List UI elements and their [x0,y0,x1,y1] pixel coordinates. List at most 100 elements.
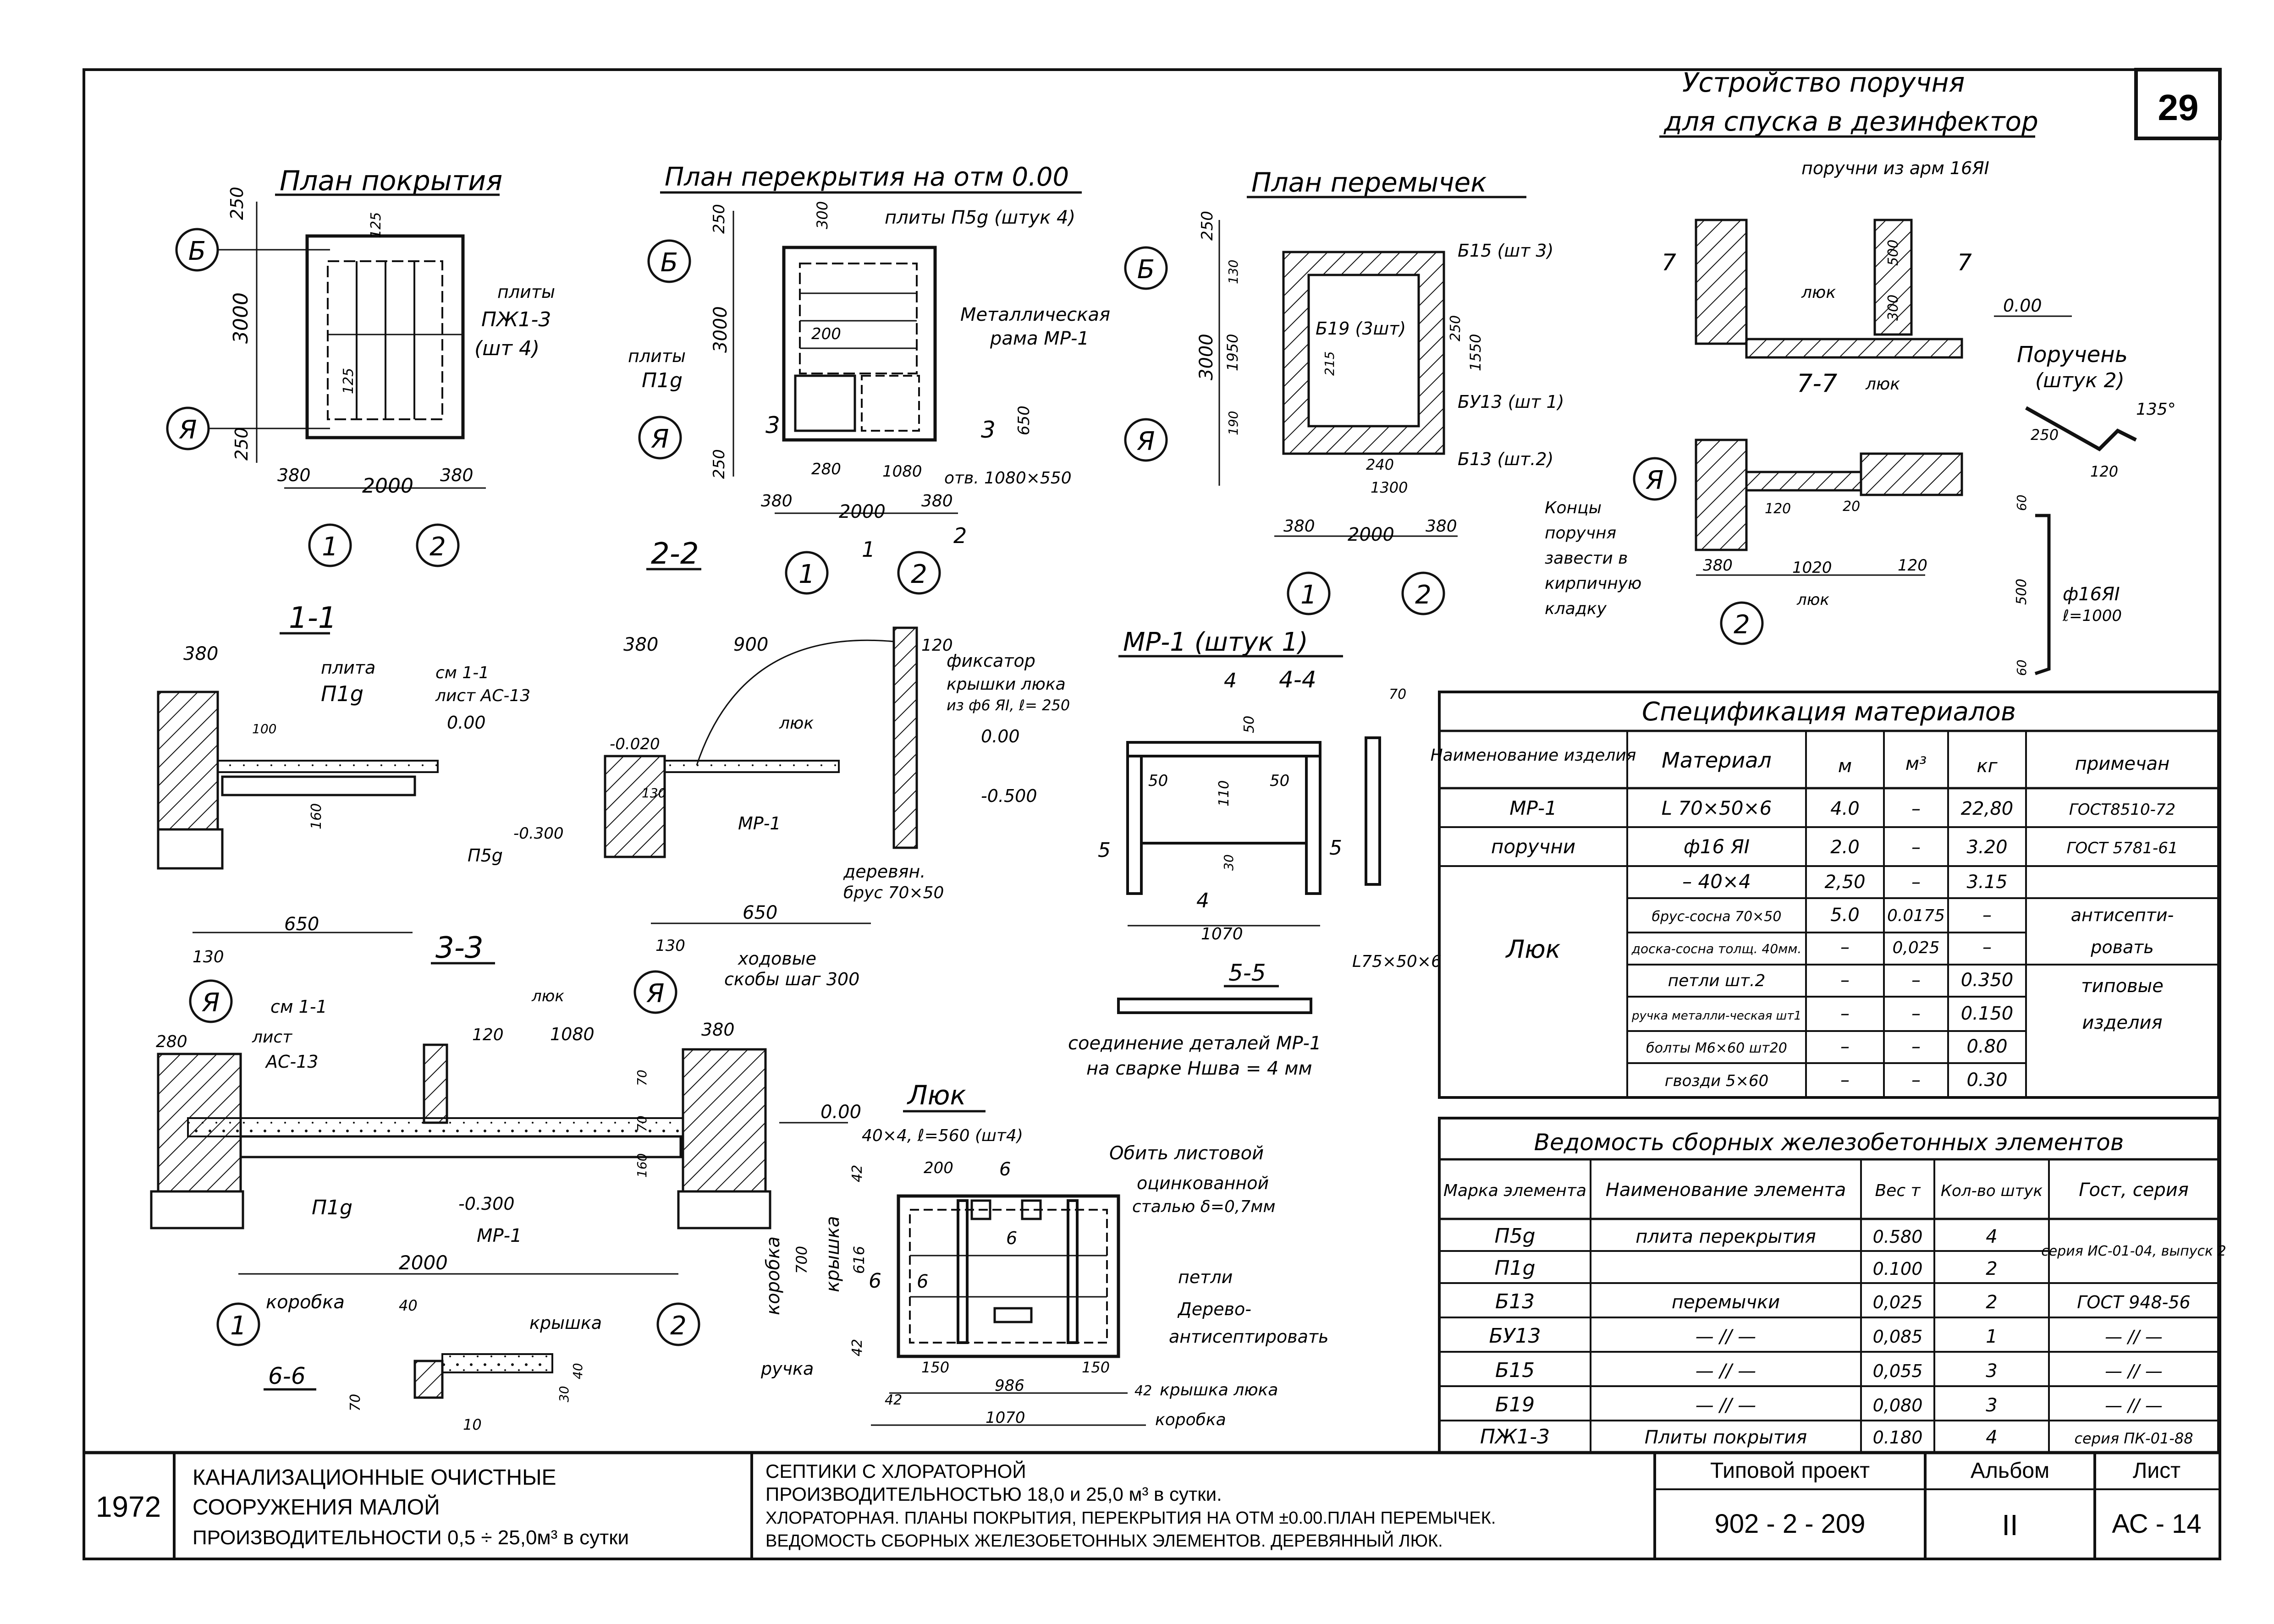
cut-7-right: 7 [1957,249,1972,276]
axis-2-label: 2 [1415,580,1432,610]
dim-1080: 1080 [882,462,922,481]
cell: ГОСТ 5781-61 [2066,839,2178,857]
dim-3000: 3000 [710,306,731,353]
dim-70: 70 [1389,686,1406,702]
cell: – [1840,1070,1850,1091]
dim-380: 380 [701,1020,735,1040]
section-1-1: 1-1 380 плита П1g см 1-1 лист АС-13 0.00… [157,601,564,1023]
dim-1020: 1020 [1792,559,1832,577]
hatch-view-title: Люк [907,1080,966,1111]
cell: ровать [2090,937,2154,957]
detail-6-6-title: 6-6 [268,1363,306,1389]
dim-240: 240 [1366,456,1394,473]
dim-280: 280 [811,460,841,478]
cell: ПЖ1-3 [1480,1425,1550,1448]
mr-label: МР-1 [477,1225,522,1246]
cell: L 70×50×6 [1662,797,1772,819]
cell: ГОСТ 948-56 [2077,1292,2191,1312]
hatch-label-2: люк [1865,375,1900,394]
slabs-top-label: плиты П5g (штук 4) [885,207,1075,228]
dim-3000: 3000 [1196,334,1217,380]
cell: 3 [1986,1361,1997,1382]
dim-20: 20 [1843,499,1860,515]
spec-header-m: м [1838,756,1852,777]
lintel-bu13: БУ13 (шт 1) [1458,392,1564,412]
dim-2000: 2000 [399,1251,448,1274]
cell: – [1911,1003,1921,1024]
floor-plan: План перекрытия на отм 0.00 плиты П5g (ш… [628,162,1110,595]
box-label: коробка [763,1236,784,1315]
sheet-code: АС - 14 [2112,1509,2201,1539]
cell: доска-сосна толщ. 40мм. [1631,941,1802,956]
dim-250: 250 [2031,426,2059,444]
slab-mark: П1g [321,681,363,706]
elements-table: Ведомость сборных железобетонных элемент… [1438,1117,2226,1454]
dim-2000: 2000 [839,501,886,522]
dim-1550: 1550 [1467,334,1484,371]
dim-2000: 2000 [362,474,413,498]
table-row: петли шт.2 – – 0.350 типовые [1668,970,2164,997]
table-row: Б15 — // — 0,055 3 — // — [1495,1359,2163,1382]
table-row: Б13 перемычки 0,025 2 ГОСТ 948-56 [1495,1290,2191,1313]
cut-6-top: 6 [999,1159,1011,1180]
dim-30: 30 [1221,854,1236,871]
cell: 5.0 [1830,905,1860,926]
cell: 2 [1986,1292,1997,1313]
section-3-3-title: 3-3 [435,931,484,965]
cell: ручка металли-ческая шт1 [1631,1009,1801,1023]
level-000: 0.00 [981,726,1020,746]
section-2-2: 2-2 см 1-1 лист АС-13 люк 280 120 1080 3… [150,537,861,1346]
p5-label: П5g [468,845,503,866]
cell: 0,025 [1873,1292,1923,1312]
cut-6-left: 6 [869,1269,881,1293]
cell: 3.20 [1966,837,2007,858]
lid-hatch-label: крышка люка [1160,1381,1278,1399]
weld-note-1: соединение деталей МР-1 [1068,1033,1321,1054]
cell: 1 [1986,1326,1997,1347]
table-row: брус-сосна 70×50 5.0 0.0175 – антисепти- [1652,905,2174,926]
dim-130: 130 [1226,260,1241,284]
year: 1972 [96,1490,161,1523]
spec-header-item: Наименование изделия [1431,746,1636,765]
dim-250-top: 250 [227,187,247,220]
lintel-b19: Б19 (3шт) [1316,318,1406,339]
cell: 0.580 [1873,1227,1923,1247]
dim-125b: 125 [341,368,357,394]
dim-150b: 150 [1082,1359,1110,1376]
table-row: МР-1 L 70×50×6 4.0 – 22,80 ГОСТ8510-72 [1509,797,2175,819]
dim-250: 250 [710,204,728,234]
steps-1: ходовые [738,949,816,969]
el-header-name: Наименование элемента [1606,1180,1846,1201]
axis-2-label: 2 [429,532,446,562]
opening-label: отв. 1080×550 [944,469,1072,488]
dim-200: 200 [924,1159,953,1177]
mr-label: МР-1 [738,813,781,834]
rails-label: поручни из арм 16ЯI [1801,158,1989,178]
cell: изделия [2082,1012,2162,1033]
level-000: 0.00 [447,713,486,733]
roof-plan-title: План покрытия [280,165,502,197]
cut-4-4: 4-4 [1279,666,1316,693]
cut-6-inner-left: 6 [917,1271,928,1292]
cell: П5g [1494,1224,1535,1248]
box-label-2: коробка [1155,1410,1226,1429]
cut-2-label: 2 [953,523,967,548]
section-1-1-title: 1-1 [289,601,337,635]
dim-380a: 380 [1283,517,1315,536]
cell: 0.100 [1873,1259,1923,1279]
dim-500: 500 [1885,240,1901,266]
rail-device: Устройство поручня для спуска в дезинфек… [1545,67,2176,676]
latch-1: фиксатор [947,651,1035,671]
axis-1-label: 1 [1300,580,1317,610]
dim-300: 300 [814,201,831,229]
axis-1-label: 1 [230,1311,247,1341]
hatch-label: люк [1801,283,1836,302]
cell: 2 [1986,1258,1997,1279]
spec-header-m3: м³ [1905,753,1927,774]
cell: – [1911,872,1921,893]
cell: 3 [1986,1395,1997,1416]
axis-a-label: Я [202,988,220,1018]
ends-label-5: кладку [1545,599,1607,618]
dim-130: 130 [193,948,224,966]
